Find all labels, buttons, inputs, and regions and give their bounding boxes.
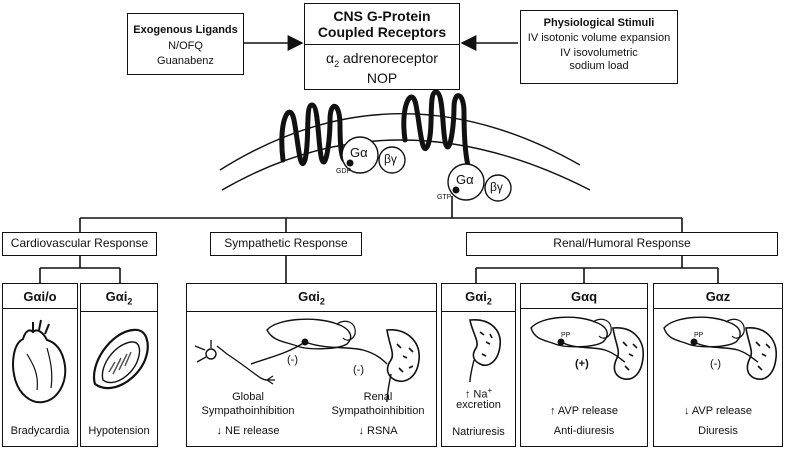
symp-right-caption: Renal Sympathoinhibition — [331, 391, 425, 417]
physiological-stimuli-box: Physiological Stimuli IV isotonic volume… — [520, 10, 678, 84]
panel-gq-pp: PP — [561, 332, 571, 339]
receptor-right — [401, 89, 473, 175]
symp-minus-left: (-) — [287, 354, 298, 366]
panel-gq: Gαq PP (+) ↑ AVP release Anti-diuresis — [520, 283, 648, 447]
brain-kidney-icon — [530, 316, 644, 380]
panel-gq-title: Gαq — [521, 284, 647, 309]
gbg-circle-1 — [378, 146, 406, 174]
panel-gio: Gαi/o Bradycardia — [2, 283, 78, 447]
panel-gi2-renal-excretion: excretion — [456, 399, 501, 411]
gtp-dot — [452, 186, 460, 194]
galpha-label-2: Gα — [456, 172, 474, 187]
panel-gz-avp: ↓ AVP release — [683, 405, 753, 417]
panel-gi2-renal: Gαi2 ↑ Na+ excretion Natriuresis — [441, 283, 516, 447]
ligand-guanabenz: Guanabenz — [157, 55, 214, 67]
panel-gi2-cardio: Gαi2 Hypotension — [80, 283, 158, 447]
cns-title-line2: Coupled Receptors — [317, 24, 447, 40]
panel-gz-minus: (-) — [710, 358, 721, 370]
brain-neuron-kidney-icon — [194, 318, 420, 403]
panel-gq-caption: Anti-diuresis — [553, 425, 615, 437]
heart-icon — [12, 319, 67, 404]
gbg-circle-2 — [484, 174, 512, 202]
gdp-label: GDP — [336, 168, 352, 175]
sympathetic-response-box: Sympathetic Response — [210, 232, 362, 256]
panel-gq-plus: (+) — [575, 358, 589, 370]
panel-gi2-cardio-title: Gαi2 — [81, 284, 157, 312]
cns-gpcr-box: CNS G-Protein Coupled Receptors α2 adren… — [304, 3, 460, 90]
cns-alpha2: α2 adrenoreceptor — [326, 50, 438, 69]
kidney-icon — [469, 319, 501, 383]
panel-gz-pp: PP — [694, 332, 704, 339]
panel-gz-caption: Diuresis — [698, 425, 738, 437]
symp-minus-right: (-) — [353, 364, 364, 376]
blood-vessel-icon — [92, 328, 149, 390]
membrane-outer — [219, 113, 581, 171]
renal-humoral-response-box: Renal/Humoral Response — [466, 232, 778, 256]
brain-kidney-icon-2 — [663, 316, 777, 380]
panel-gi2-renal-title: Gαi2 — [442, 284, 515, 312]
symp-rsna: ↓ RSNA — [358, 425, 398, 437]
panel-gz: Gαz PP (-) ↓ AVP release Diuresis — [653, 283, 783, 447]
exogenous-title: Exogenous Ligands — [133, 24, 238, 36]
panel-gi2-symp-title: Gαi2 — [187, 284, 436, 312]
panel-gz-title: Gαz — [654, 284, 782, 309]
panel-gi2-cardio-caption: Hypotension — [88, 425, 150, 437]
gbg-label-1: βγ — [384, 152, 397, 166]
symp-ne-release: ↓ NE release — [216, 425, 280, 437]
stimulus-sodium-load: sodium load — [569, 60, 629, 72]
galpha-label-1: Gα — [350, 145, 368, 160]
cns-nop: NOP — [366, 69, 398, 86]
gtp-label: GTP — [437, 194, 452, 201]
membrane-inner — [221, 139, 591, 191]
exogenous-ligands-box: Exogenous Ligands N/OFQ Guanabenz — [127, 13, 244, 75]
panel-gio-title: Gαi/o — [3, 284, 77, 309]
panel-gi2-renal-caption: Natriuresis — [452, 426, 505, 438]
panel-gi2-sympathetic: Gαi2 (-) (-) Global Sympathoinhibition R… — [186, 283, 437, 447]
stimuli-title: Physiological Stimuli — [543, 17, 655, 29]
stimulus-isovolumetric: IV isovolumetric — [560, 47, 638, 59]
gbg-label-2: βγ — [490, 180, 503, 194]
gdp-dot — [346, 159, 354, 167]
panel-gio-caption: Bradycardia — [10, 425, 70, 437]
panel-gi2-renal-na: ↑ Na+ — [464, 386, 493, 401]
ligand-nofq: N/OFQ — [168, 40, 203, 52]
receptor-left — [279, 102, 351, 166]
stimulus-volume-expansion: IV isotonic volume expansion — [527, 32, 671, 44]
symp-left-caption: Global Sympathoinhibition — [201, 391, 295, 417]
panel-gq-avp: ↑ AVP release — [549, 405, 619, 417]
cns-title-line1: CNS G-Protein — [333, 8, 431, 24]
cardiovascular-response-box: Cardiovascular Response — [2, 232, 157, 256]
